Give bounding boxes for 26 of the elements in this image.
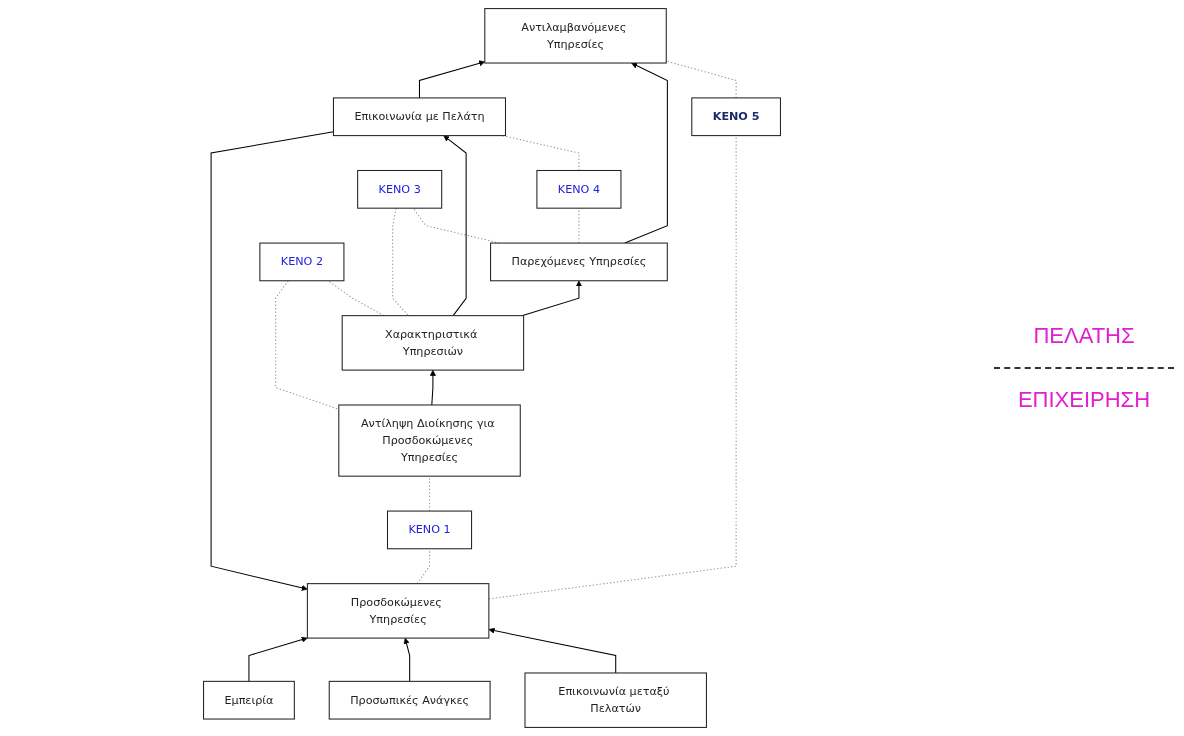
node-box: Επικοινωνία με Πελάτη bbox=[332, 97, 506, 137]
node-box: ΚΕΝΟ 3 bbox=[357, 169, 443, 209]
arrow bbox=[403, 637, 411, 682]
arrow bbox=[624, 62, 668, 244]
arrow bbox=[248, 636, 308, 682]
arrow bbox=[488, 627, 617, 674]
node-box: Επικοινωνία μεταξύ Πελατών bbox=[524, 672, 707, 728]
node-box: ΚΕΝΟ 5 bbox=[691, 97, 781, 137]
node-box: Προσωπικές Ανάγκες bbox=[328, 680, 491, 720]
arrow bbox=[443, 135, 467, 317]
arrow bbox=[210, 131, 334, 591]
node-box: ΚΕΝΟ 4 bbox=[536, 169, 622, 209]
arrow bbox=[521, 280, 582, 317]
node-box: Εμπειρία bbox=[203, 680, 295, 720]
section-label: ΕΠΙΧΕΙΡΗΣΗ bbox=[1017, 387, 1151, 413]
node-box: Παρεχόμενες Υπηρεσίες bbox=[490, 242, 668, 282]
node-box: ΚΕΝΟ 2 bbox=[259, 242, 345, 282]
node-box: Αντιλαμβανόμενες Υπηρεσίες bbox=[484, 8, 667, 64]
connector bbox=[488, 135, 737, 600]
node-box: ΚΕΝΟ 1 bbox=[387, 510, 473, 550]
node-box: Χαρακτηριστικά Υπηρεσιών bbox=[341, 315, 525, 371]
node-box: Προσδοκώμενες Υπηρεσίες bbox=[306, 583, 490, 639]
section-label: ΠΕΛΑΤΗΣ bbox=[1033, 323, 1135, 349]
node-box: Αντίληψη Διοίκησης για Προσδοκώμενες Υπηρεσίες bbox=[338, 404, 521, 477]
arrow bbox=[429, 369, 436, 406]
arrow bbox=[418, 60, 486, 99]
